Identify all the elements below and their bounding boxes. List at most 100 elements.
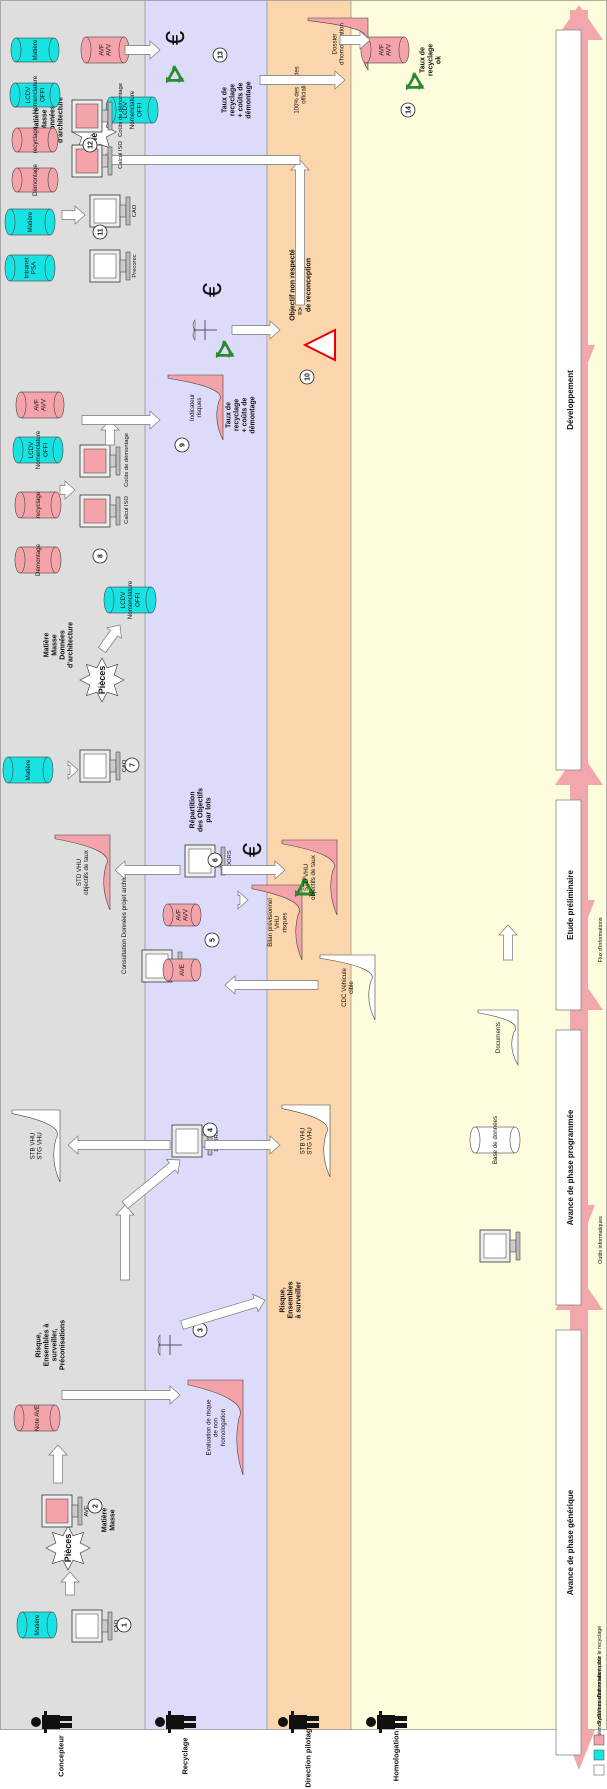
doc-body	[319, 954, 376, 1021]
keyboard	[115, 751, 121, 781]
recycle-head	[406, 83, 412, 91]
screen	[483, 1233, 507, 1259]
db-cap	[11, 167, 23, 193]
doc-body	[54, 834, 111, 911]
step-number: 1	[121, 1623, 128, 1627]
computer-ave-caption: AVE	[84, 1505, 90, 1516]
step-circle	[299, 369, 315, 385]
db-lcdv-8-label: LCDVNomenclatureOFFI	[120, 580, 141, 619]
doc-stb-stg-top-label: STB VHUSTG VHU	[30, 1132, 44, 1160]
step-number: 14	[405, 106, 412, 114]
db-cap	[13, 1404, 25, 1432]
person-icon	[366, 1711, 407, 1733]
step-circle	[400, 102, 416, 118]
computer-cao-7	[79, 749, 121, 783]
recycle-head	[221, 340, 228, 347]
db-matiere-7	[2, 756, 54, 784]
label-mmd-7: MatièreMasseDonnéesd'architecture	[43, 622, 74, 668]
db-avf-avv-5-label: AVFAVV	[176, 908, 190, 921]
person-icon	[278, 1711, 319, 1733]
label-matiere-masse: MatièreMasse	[101, 1508, 116, 1533]
computer-ave	[41, 1494, 83, 1528]
flow-arrow	[121, 1158, 181, 1209]
db-recycling-12-label: recyclage	[32, 126, 39, 153]
phase-label: Etude préliminaire	[566, 870, 575, 940]
db-cap	[2, 756, 14, 784]
flow-arrow	[60, 1571, 80, 1596]
screen	[83, 498, 107, 524]
flow-arrow	[61, 205, 86, 225]
db-matiere-11-label: Matière	[27, 211, 34, 232]
computer-cao-11	[89, 194, 131, 228]
computer-precorec-caption: Precorec	[132, 254, 138, 277]
db-cap	[49, 1404, 61, 1432]
keyboard	[125, 251, 131, 281]
db-matiere-12	[10, 37, 60, 63]
legend-doc-label: Documents	[495, 1022, 502, 1053]
computer-cao-11-caption: CAO	[132, 204, 138, 217]
db-cap	[50, 546, 62, 574]
person-part	[184, 1716, 196, 1721]
screen	[93, 198, 117, 224]
euro-icon: €	[197, 282, 227, 297]
db-cap	[145, 586, 157, 614]
person-part	[31, 1717, 41, 1727]
legend-swatch	[593, 1764, 605, 1776]
legend-flow: Flux d'informations	[598, 917, 604, 962]
db-cap	[14, 546, 26, 574]
db-body	[108, 586, 152, 614]
label-repartition: Répartitiondes Objectifspar lots	[189, 788, 212, 832]
recycle-head	[178, 75, 184, 84]
db-note-ave	[13, 1404, 61, 1432]
recycle-arrow	[405, 72, 425, 89]
db-cap	[12, 436, 24, 464]
stand	[101, 154, 109, 168]
keyboard	[515, 1231, 521, 1261]
doc-cdc	[319, 954, 376, 1021]
doc-body	[281, 839, 338, 916]
db-cap	[162, 903, 174, 927]
label-couts-8: Coûts de démontage	[124, 433, 130, 487]
doc-std-vhu-bottom	[281, 839, 338, 916]
step-circle	[212, 47, 228, 63]
step-number: 9	[179, 443, 186, 447]
db-demontage-12	[11, 167, 59, 193]
step-circle	[174, 437, 190, 453]
db-cap	[52, 436, 64, 464]
recycle-head	[418, 82, 424, 91]
db-body	[7, 756, 49, 784]
db-cap	[47, 167, 59, 193]
db-lcdv-11-label: LCDVNomenclatureOFFI	[122, 90, 143, 129]
step-circle	[82, 137, 98, 153]
screen	[93, 253, 117, 279]
recycle-icon	[294, 876, 316, 897]
balance-part	[157, 1344, 161, 1356]
person-part	[366, 1717, 376, 1727]
stand	[101, 1619, 109, 1633]
db-cap	[53, 391, 65, 419]
person-part	[307, 1723, 319, 1728]
keyboard	[115, 496, 121, 526]
db-matiere-1-label: Matière	[34, 1614, 41, 1635]
db-cap	[9, 82, 21, 108]
step-number: 7	[129, 763, 136, 767]
legend-existing: Systèmes d'information existants	[597, 1665, 603, 1744]
label-calcul-iso-12: Calcul ISO	[118, 141, 124, 169]
recycle-arrow	[215, 340, 235, 357]
doc-evaluation-label: Evaluation de risquede nonhomologation	[206, 1399, 227, 1456]
legend-swatch	[593, 1734, 605, 1746]
phase-label: Développement	[566, 370, 575, 430]
role-label: Concepteur	[57, 1735, 66, 1777]
recycle-head	[411, 72, 418, 79]
stand	[71, 1504, 79, 1518]
label-risque-ensembles: Risque,Ensemblesà surveiller	[279, 1281, 302, 1318]
legend-doc	[477, 1009, 519, 1067]
db-cap	[10, 37, 22, 63]
step-circle	[204, 932, 220, 948]
step-circle	[207, 852, 223, 868]
person-part	[60, 1716, 72, 1721]
db-body	[20, 391, 60, 419]
flow-arrow	[67, 1135, 171, 1155]
star-pieces-7	[79, 657, 125, 703]
step-circle	[92, 224, 108, 240]
